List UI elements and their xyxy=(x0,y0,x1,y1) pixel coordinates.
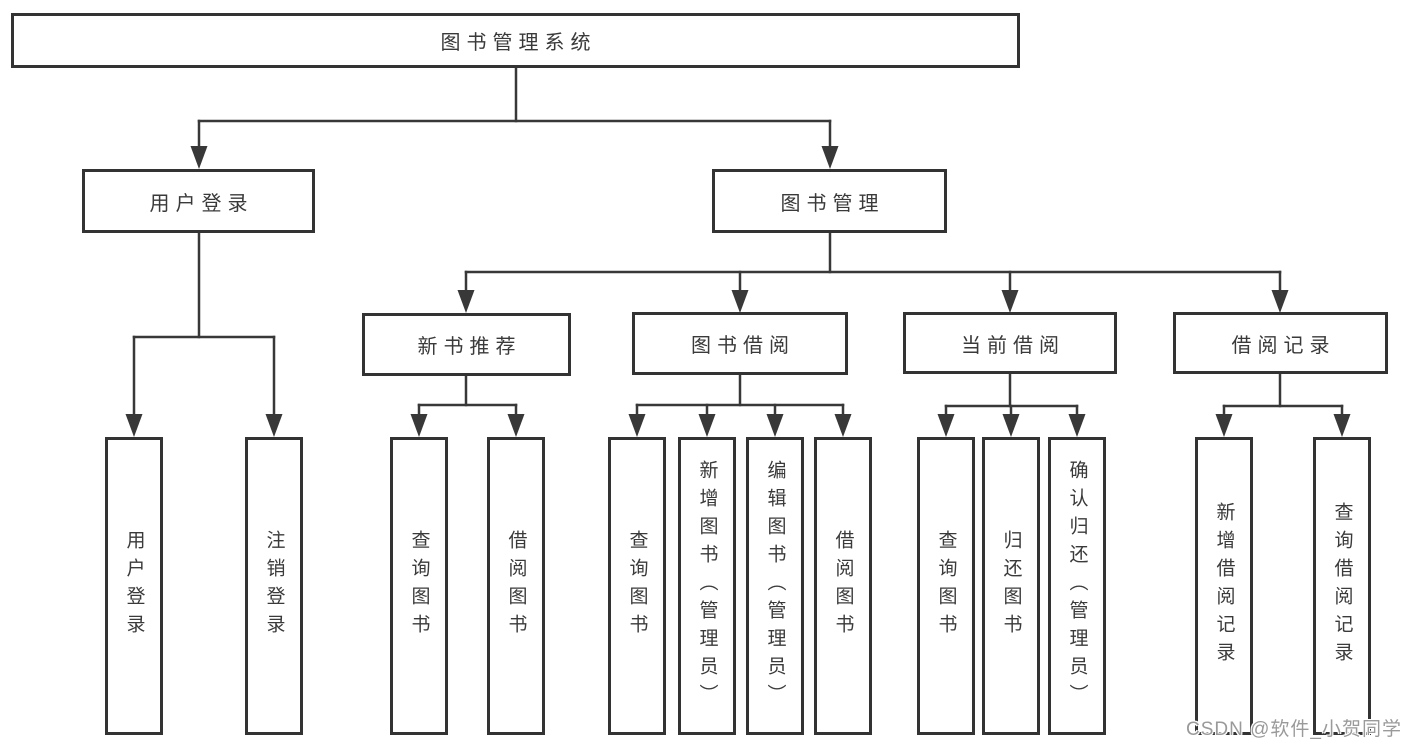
node-user-login: 用户登录 xyxy=(82,169,315,233)
node-book-management: 图书管理 xyxy=(712,169,947,233)
leaf-bb-edit-books-admin: 编辑图书（管理员） xyxy=(746,437,804,735)
node-label: 新增图书（管理员） xyxy=(696,460,718,712)
node-label: 当前借阅 xyxy=(961,334,1065,357)
node-label: 查询图书 xyxy=(935,530,957,642)
leaf-nbr-borrow-books: 借阅图书 xyxy=(487,437,545,735)
leaf-cb-return-books: 归还图书 xyxy=(982,437,1040,735)
leaf-br-add-record: 新增借阅记录 xyxy=(1195,437,1253,735)
leaf-bb-borrow-books: 借阅图书 xyxy=(814,437,872,735)
node-label: 借阅记录 xyxy=(1231,334,1336,357)
node-label: 图书借阅 xyxy=(691,335,795,357)
node-label: 查询图书 xyxy=(626,530,648,642)
node-label: 借阅图书 xyxy=(832,530,854,642)
node-new-book-recommend: 新书推荐 xyxy=(362,313,571,376)
node-label: 归还图书 xyxy=(1000,530,1022,642)
node-label: 用户登录 xyxy=(123,530,145,642)
node-label: 用户登录 xyxy=(149,192,254,215)
node-borrowing-records: 借阅记录 xyxy=(1173,312,1388,374)
node-book-borrowing: 图书借阅 xyxy=(632,312,848,375)
node-label: 新书推荐 xyxy=(417,336,522,358)
node-label: 查询借阅记录 xyxy=(1331,502,1353,670)
node-label: 图书管理系统 xyxy=(440,32,597,54)
node-label: 确认归还（管理员） xyxy=(1066,460,1088,712)
node-label: 新增借阅记录 xyxy=(1213,502,1235,670)
leaf-bb-add-books-admin: 新增图书（管理员） xyxy=(678,437,736,735)
leaf-br-query-record: 查询借阅记录 xyxy=(1313,437,1371,735)
node-label: 注销登录 xyxy=(263,530,285,642)
node-label: 查询图书 xyxy=(408,530,430,642)
leaf-nbr-query-books: 查询图书 xyxy=(390,437,448,735)
leaf-cb-confirm-return-admin: 确认归还（管理员） xyxy=(1048,437,1106,735)
node-label: 编辑图书（管理员） xyxy=(764,460,786,712)
leaf-bb-query-books: 查询图书 xyxy=(608,437,666,735)
leaf-cb-query-books: 查询图书 xyxy=(917,437,975,735)
csdn-watermark: CSDN @软件_小贺同学 xyxy=(1186,719,1402,740)
node-library-management-system: 图书管理系统 xyxy=(11,13,1020,68)
leaf-user-login: 用户登录 xyxy=(105,437,163,735)
node-label: 借阅图书 xyxy=(505,530,527,642)
leaf-logout: 注销登录 xyxy=(245,437,303,735)
node-label: 图书管理 xyxy=(780,192,885,215)
node-current-borrowing: 当前借阅 xyxy=(903,312,1117,374)
